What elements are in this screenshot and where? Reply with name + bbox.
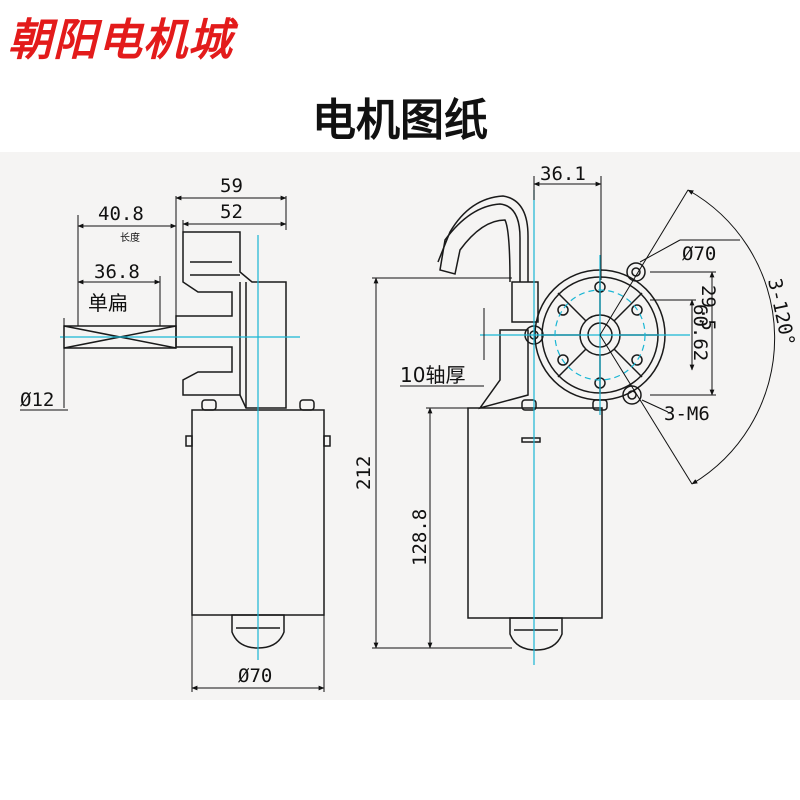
m6-hole <box>626 262 646 282</box>
shaft-diameter: Ø12 <box>20 389 54 411</box>
dim-52: 52 <box>220 201 243 223</box>
dim-59: 59 <box>220 175 243 197</box>
bolt <box>201 399 217 411</box>
bolt-hole <box>631 304 643 316</box>
bolt-hole <box>631 354 643 366</box>
dim-40-8: 40.8 <box>98 203 144 225</box>
right-dimensions <box>372 176 776 649</box>
drawing-panel <box>0 152 800 700</box>
power-cable <box>439 203 521 283</box>
dim-36-1: 36.1 <box>540 163 586 185</box>
angle-label: 3-120° <box>763 276 799 348</box>
dim-128-8: 128.8 <box>409 509 431 566</box>
end-bearing-right <box>509 617 563 651</box>
connector-box <box>511 281 539 323</box>
length-label: 长度 <box>120 231 140 244</box>
motor-body-right <box>467 407 603 619</box>
body-diameter: Ø70 <box>238 665 272 687</box>
bolt-hole <box>557 304 569 316</box>
shop-name: 朝阳电机城 <box>8 15 233 66</box>
bolt-hole <box>557 354 569 366</box>
dim-212: 212 <box>353 456 375 490</box>
left-dimensions <box>20 195 325 692</box>
single-flat-label: 单扁 <box>88 291 128 315</box>
left-centerlines <box>60 235 300 660</box>
right-centerlines <box>480 190 690 665</box>
right-view <box>437 195 666 651</box>
dim-29-5: 29.5 <box>697 285 719 331</box>
flange-diameter: Ø70 <box>682 243 716 265</box>
dim-36-8: 36.8 <box>94 261 140 283</box>
gearbox-side <box>478 329 529 410</box>
dim-60-62: 60.62 <box>689 304 711 361</box>
drawing-title: 电机图纸 <box>312 95 488 146</box>
shaft-thickness-label: 10轴厚 <box>400 363 465 387</box>
gearbox-housing <box>175 231 287 409</box>
bolt <box>299 399 315 411</box>
holes-label: 3-M6 <box>664 403 710 425</box>
